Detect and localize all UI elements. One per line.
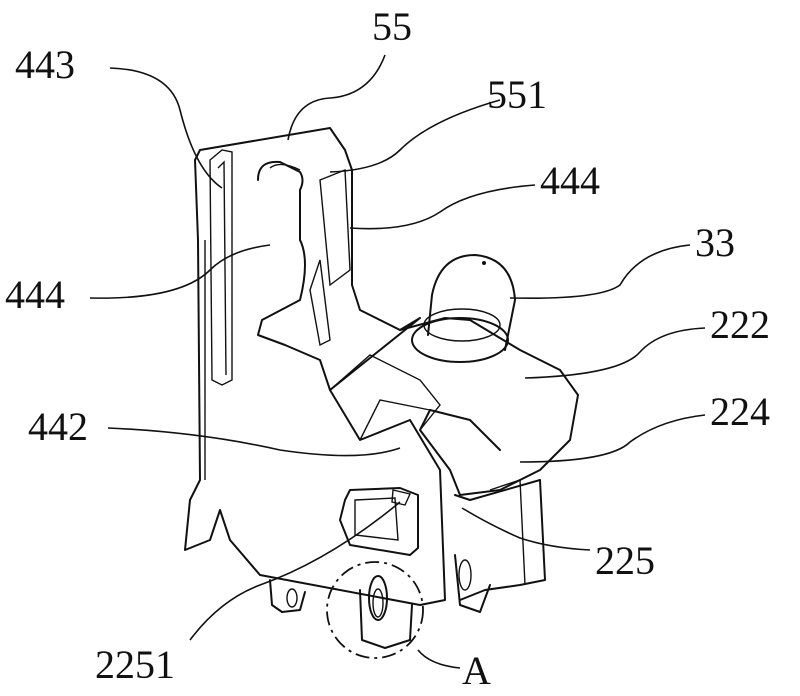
side-wing (329, 317, 579, 601)
bracket-plate (184, 127, 446, 606)
label-55: 55 (372, 4, 412, 49)
label-2251: 2251 (95, 642, 175, 687)
label-225: 225 (595, 538, 655, 583)
label-A: A (462, 648, 491, 693)
label-551: 551 (487, 72, 547, 117)
label-224: 224 (710, 389, 770, 434)
label-444-right: 444 (540, 158, 600, 203)
label-222: 222 (710, 302, 770, 347)
label-33: 33 (695, 220, 735, 265)
leader-lines (89, 54, 706, 669)
label-442: 442 (28, 404, 88, 449)
label-443: 443 (15, 42, 75, 87)
bottom-feet (269, 554, 491, 649)
detail-circle-a (326, 561, 424, 659)
label-444-left: 444 (5, 272, 65, 317)
dome-protrusion (411, 254, 516, 363)
